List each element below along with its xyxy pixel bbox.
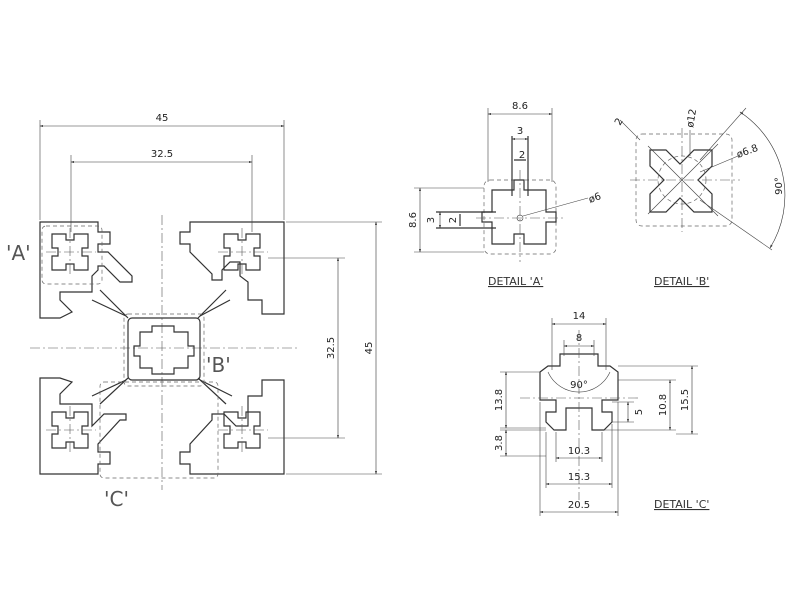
- dim-main-width: 45: [39, 113, 285, 220]
- detail-c-callout: [99, 381, 219, 479]
- detail-c-dim-right-10-8: 10.8: [658, 394, 669, 416]
- detail-a-dim-height: 8.6: [408, 212, 419, 228]
- dim-main-inner-width-label: 32.5: [151, 149, 173, 160]
- detail-a-title: DETAIL 'A': [488, 275, 543, 288]
- label-a: 'A': [6, 241, 31, 265]
- detail-b-dim-diameter-12: ø12: [685, 108, 699, 128]
- dim-main-inner-width: 32.5: [70, 149, 253, 232]
- detail-c-dim-bottom-10-3: 10.3: [568, 446, 590, 457]
- detail-c-dim-right-15-5: 15.5: [680, 389, 691, 411]
- detail-a-dim-slot-depth-left: 2: [448, 217, 459, 223]
- corner-cavity-tl: [46, 228, 96, 276]
- detail-a-view: 8.6 3 2 8.6 3 2 ø6 DETAIL 'A': [408, 101, 603, 288]
- detail-a-dim-slot-depth-top: 2: [519, 150, 525, 161]
- detail-a-dim-slot-left: 3: [426, 217, 437, 223]
- dim-main-height-label: 45: [364, 342, 375, 355]
- label-c: 'C': [104, 487, 129, 511]
- main-profile-view: 45 32.5 32.5 45 'A' 'B' 'C': [6, 113, 382, 511]
- detail-c-dim-top-outer: 14: [573, 311, 586, 322]
- detail-c-dim-top-inner: 8: [576, 333, 582, 344]
- detail-b-dim-angle: 90°: [774, 177, 785, 195]
- detail-c-dim-left-lip: 3.8: [494, 435, 505, 451]
- dim-main-inner-height: 32.5: [268, 257, 345, 439]
- dim-main-width-label: 45: [156, 113, 169, 124]
- corner-cavity-tr: [218, 228, 268, 276]
- detail-a-dim-slot-top: 3: [517, 126, 523, 137]
- detail-b-callout: [123, 313, 205, 387]
- dim-main-inner-height-label: 32.5: [326, 337, 337, 359]
- detail-b-dim-diameter-6-8: ø6.8: [735, 143, 759, 161]
- corner-cavity-bl: [46, 406, 96, 454]
- detail-a-dim-width: 8.6: [512, 101, 528, 112]
- label-b: 'B': [206, 353, 231, 377]
- detail-a-callout: [41, 225, 103, 285]
- detail-b-title: DETAIL 'B': [654, 275, 709, 288]
- detail-a-dim-diameter: ø6: [587, 191, 602, 206]
- detail-c-dim-slot-5: 5: [634, 409, 645, 415]
- detail-c-dim-bottom-15-3: 15.3: [568, 472, 590, 483]
- detail-c-title: DETAIL 'C': [654, 498, 709, 511]
- detail-c-dim-angle: 90°: [570, 380, 588, 391]
- detail-b-dim-corner: 2: [613, 116, 626, 127]
- detail-c-view: 14 8 90° 13.8 3.8 5 10.8 15.5: [494, 311, 709, 516]
- detail-b-view: 2 ø12 ø6.8 90° DETAIL 'B': [613, 107, 786, 288]
- detail-c-dim-bottom-20-5: 20.5: [568, 500, 590, 511]
- dim-main-height: 45: [286, 221, 382, 475]
- detail-c-dim-left-height: 13.8: [494, 389, 505, 411]
- corner-cavity-br: [218, 406, 268, 454]
